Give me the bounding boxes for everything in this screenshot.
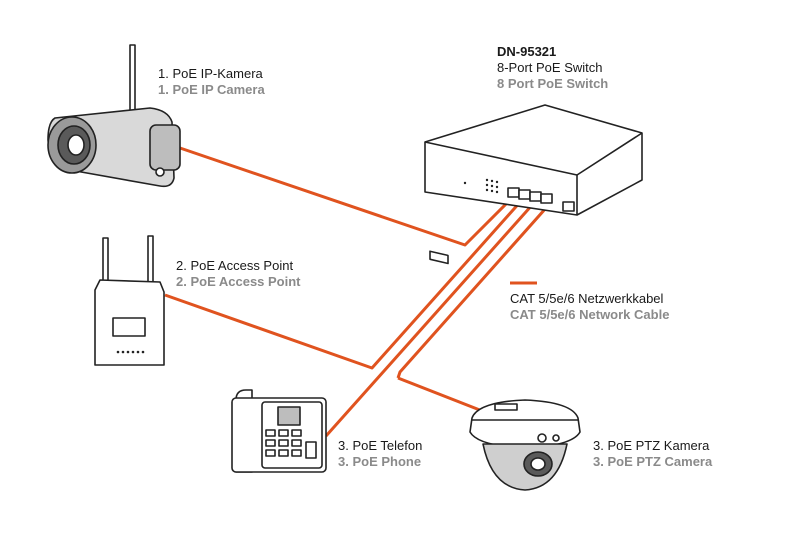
switch-logo [429,250,449,265]
access-point-label-de: 2. PoE Access Point [176,258,294,273]
phone-label-de: 3. PoE Telefon [338,438,423,453]
legend-label-de: CAT 5/5e/6 Netzwerkkabel [510,291,664,306]
phone-device [231,389,327,473]
switch-ports [507,187,575,212]
legend-label-en: CAT 5/5e/6 Network Cable [510,307,670,322]
ip-camera-device [47,44,181,188]
legend-label: CAT 5/5e/6 Netzwerkkabel CAT 5/5e/6 Netw… [510,291,669,323]
phone-label-en: 3. PoE Phone [338,454,422,469]
access-point-label: 2. PoE Access Point 2. PoE Access Point [176,258,301,290]
ip-camera-label-en: 1. PoE IP Camera [158,82,265,97]
ptz-camera-label: 3. PoE PTZ Kamera 3. PoE PTZ Camera [593,438,712,470]
cable-ip-camera [179,146,514,247]
switch-name-de: 8-Port PoE Switch [497,60,603,75]
cable-ptz-lower [397,376,491,416]
cable-access-point [164,199,524,370]
switch-model: DN-95321 [497,44,557,59]
ptz-camera-label-de: 3. PoE PTZ Kamera [593,438,710,453]
switch-device [424,104,643,265]
ptz-camera-device [469,399,581,491]
ip-camera-label-de: 1. PoE IP-Kamera [158,66,263,81]
cable-phone [324,203,535,437]
ptz-camera-label-en: 3. PoE PTZ Camera [593,454,713,469]
switch-name-en: 8 Port PoE Switch [497,76,609,91]
ip-camera-label: 1. PoE IP-Kamera 1. PoE IP Camera [158,66,265,98]
switch-label: DN-95321 8-Port PoE Switch 8 Port PoE Sw… [497,44,608,92]
phone-label: 3. PoE Telefon 3. PoE Phone [338,438,422,470]
access-point-device [94,235,165,366]
access-point-label-en: 2. PoE Access Point [176,274,301,289]
switch-leds [463,178,499,194]
